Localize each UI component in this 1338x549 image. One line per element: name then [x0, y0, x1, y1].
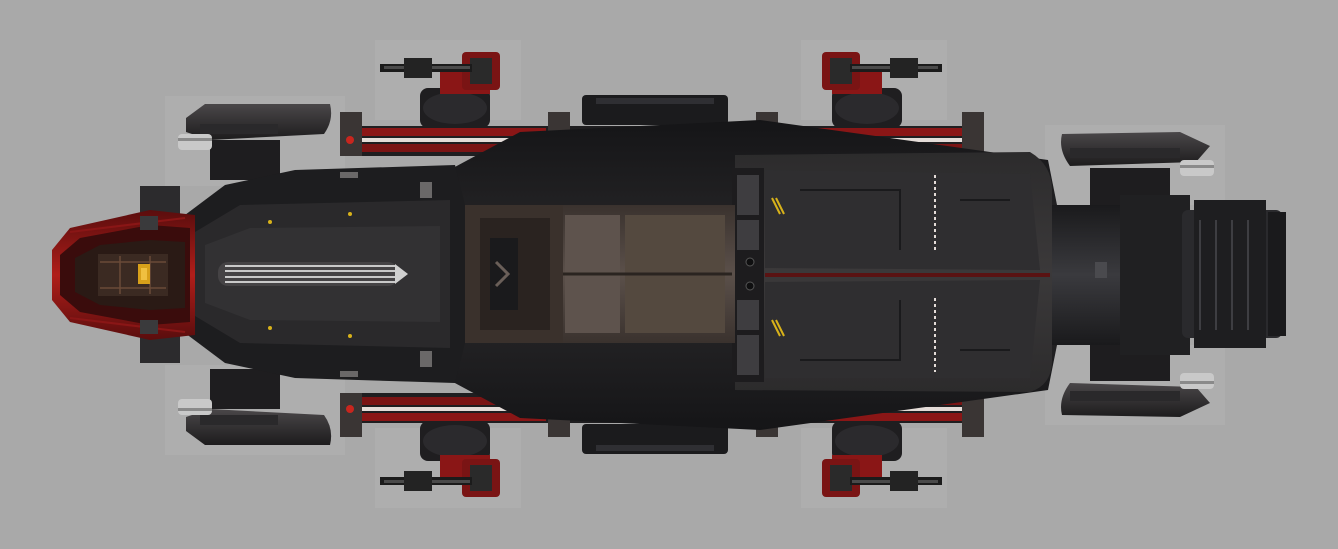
main-hull	[52, 95, 1286, 454]
thruster-pod-rear-top	[1061, 132, 1214, 208]
thruster-pod-front-top	[140, 104, 332, 214]
turret-top-right	[822, 52, 942, 128]
turret-bottom-right	[822, 421, 942, 497]
thruster-pod-front-bottom	[140, 335, 332, 445]
turret-bottom-left	[380, 421, 500, 497]
turret-top-left	[380, 52, 500, 128]
